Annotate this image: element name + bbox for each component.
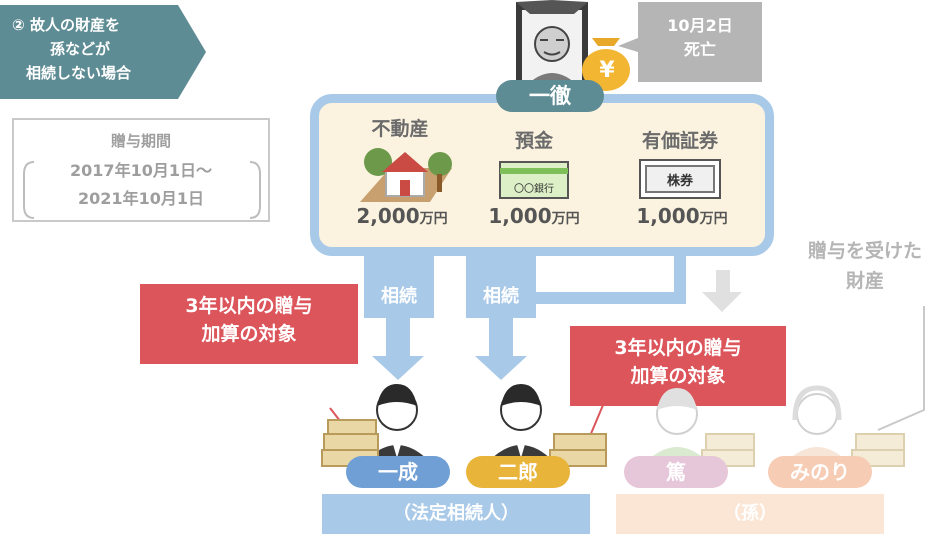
asset-unit-real-estate: 万円 bbox=[419, 211, 448, 227]
legal-heirs-bar: （法定相続人） bbox=[322, 494, 590, 534]
case-tag-line3: 相続しない場合 bbox=[26, 64, 132, 82]
asset-amount-deposit: 1,000 bbox=[488, 204, 552, 228]
stock-certificate-icon bbox=[639, 159, 721, 199]
death-note-callout bbox=[618, 2, 762, 82]
cash-stack-icon-3 bbox=[701, 433, 755, 467]
asset-unit-securities: 万円 bbox=[699, 211, 728, 227]
inherit-label-2: 相続 bbox=[466, 282, 536, 308]
gift-period-from: 2017年10月1日〜 bbox=[70, 161, 212, 180]
grandchild-person-icon-2 bbox=[784, 385, 850, 464]
case-tag-line2: 孫などが bbox=[50, 40, 111, 58]
addition-note-right: 3年以内の贈与 加算の対象 bbox=[570, 326, 786, 406]
death-date: 10月2日 bbox=[667, 16, 733, 35]
case-tag-line1: 故人の財産を bbox=[29, 16, 120, 34]
bankbook-text: 〇〇銀行 bbox=[514, 184, 554, 195]
asset-label-real-estate: 不動産 bbox=[371, 118, 429, 140]
addition-note-left: 3年以内の贈与 加算の対象 bbox=[140, 284, 358, 364]
case-tag: ② 故人の財産を 孫などが 相続しない場合 bbox=[0, 5, 206, 99]
cash-stack-icon-1 bbox=[321, 419, 379, 467]
case-number: ② bbox=[12, 16, 25, 34]
grandchildren-bar: （孫） bbox=[616, 494, 884, 534]
grandchild-name-pill-2: みのり bbox=[768, 456, 872, 488]
asset-amount-real-estate: 2,000 bbox=[356, 204, 420, 228]
death-label: 死亡 bbox=[683, 40, 716, 59]
asset-value-real-estate: 2,000万円 bbox=[338, 204, 466, 228]
money-bag-yen: ¥ bbox=[599, 58, 615, 83]
asset-amount-securities: 1,000 bbox=[636, 204, 700, 228]
period-brackets bbox=[23, 161, 261, 219]
gift-received-line1: 贈与を受けた bbox=[807, 240, 922, 262]
gift-period-to: 2021年10月1日 bbox=[78, 189, 204, 208]
heir-name-pill-1: 一成 bbox=[346, 456, 450, 488]
stock-certificate-text: 株券 bbox=[666, 174, 693, 189]
addition-note-left-line1: 3年以内の贈与 bbox=[185, 295, 313, 317]
asset-unit-deposit: 万円 bbox=[551, 211, 580, 227]
asset-label-deposit: 預金 bbox=[514, 130, 553, 152]
asset-label-securities: 有価証券 bbox=[641, 130, 718, 152]
asset-value-securities: 1,000万円 bbox=[618, 204, 746, 228]
inherit-label-1: 相続 bbox=[364, 282, 434, 308]
gift-received-line2: 財産 bbox=[845, 270, 884, 292]
addition-note-left-line2: 加算の対象 bbox=[201, 323, 297, 345]
house-icon bbox=[360, 148, 452, 202]
grandchild-name-pill-1: 篤 bbox=[624, 456, 728, 488]
case-tag-shape bbox=[0, 5, 206, 99]
bankbook-icon bbox=[499, 161, 569, 199]
gift-received-label: 贈与を受けた 財産 bbox=[790, 236, 940, 296]
heir-name-pill-2: 二郎 bbox=[466, 456, 570, 488]
heir-person-icon-2 bbox=[488, 384, 554, 462]
deceased-name-pill: 一徹 bbox=[496, 80, 604, 112]
addition-note-right-line1: 3年以内の贈与 bbox=[614, 337, 742, 359]
gift-period-box: 贈与期間 2017年10月1日〜 2021年10月1日 bbox=[12, 118, 270, 222]
addition-note-right-line2: 加算の対象 bbox=[630, 365, 726, 387]
gift-period-title: 贈与期間 bbox=[110, 132, 171, 150]
asset-value-deposit: 1,000万円 bbox=[470, 204, 598, 228]
